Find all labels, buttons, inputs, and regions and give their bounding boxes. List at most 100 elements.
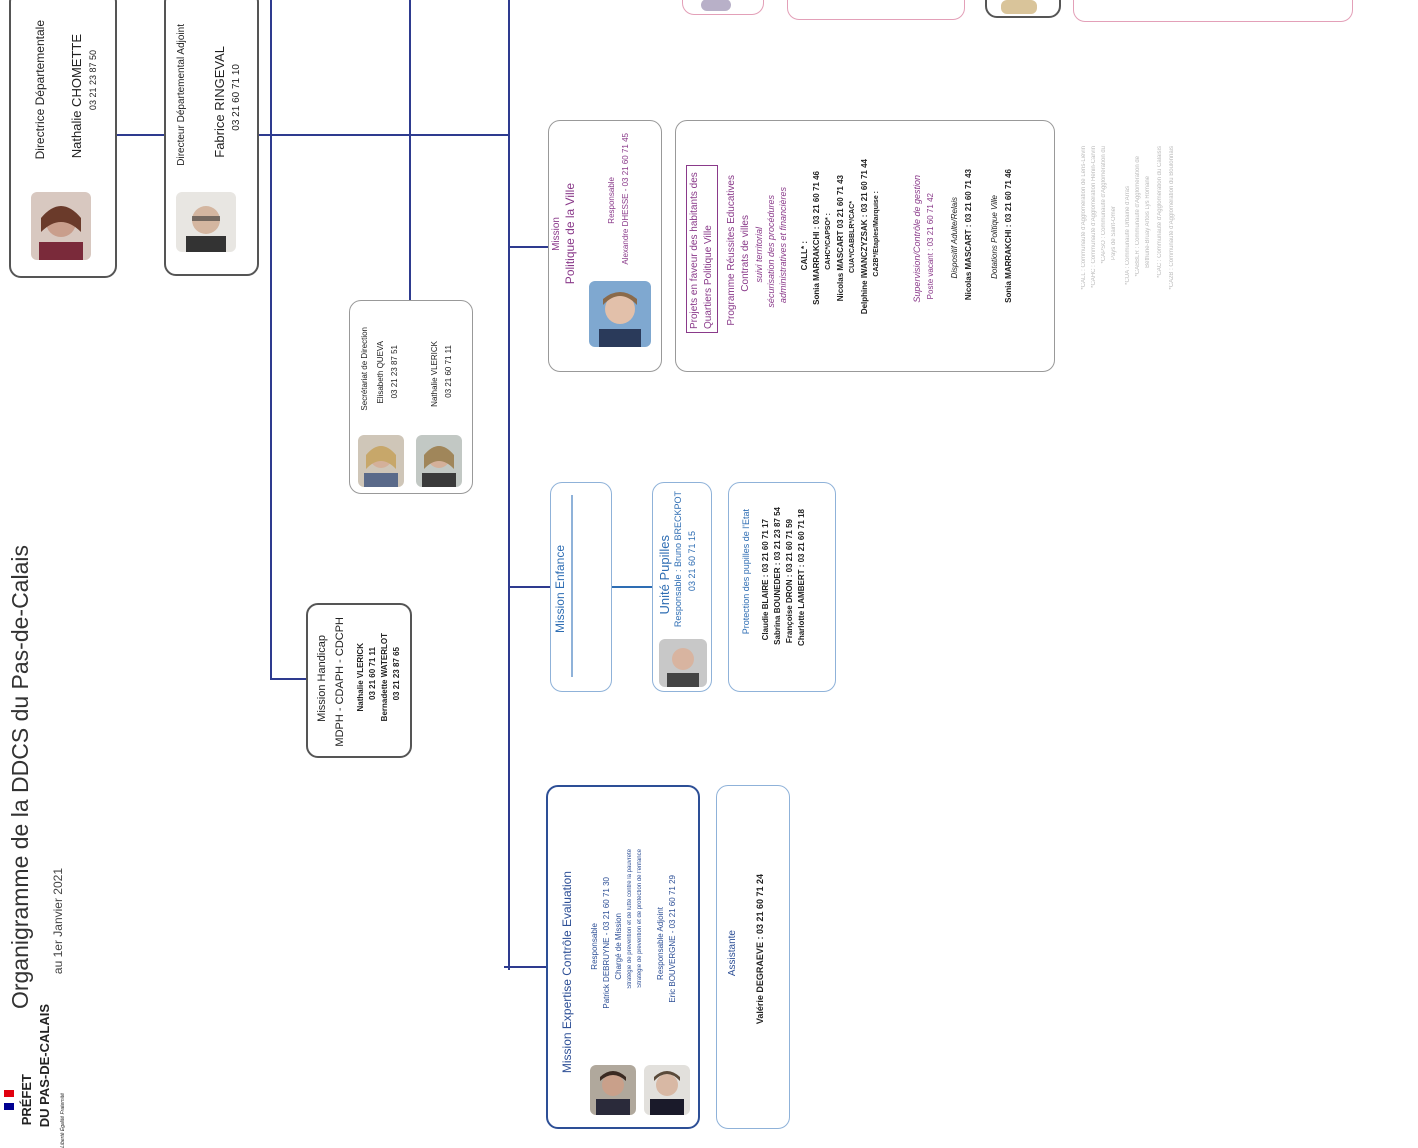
director-box: Directrice Départementale Nathalie CHOME… [9, 0, 117, 278]
projets-title: Projets en faveur des habitants des Quar… [689, 172, 714, 329]
expertise-l7: Eric BOUVERGNE - 03 21 60 71 29 [668, 875, 677, 1003]
pupilles-title: Unité Pupilles [657, 535, 672, 615]
enfance-connector [510, 586, 552, 588]
enfance-title: Mission Enfance [553, 545, 567, 634]
projets-l5: administratives et financières [778, 187, 788, 304]
expertise-photo-1 [590, 1065, 636, 1115]
footnote-1: *CAHC : Communauté d'Agglomération Hénin… [1091, 146, 1097, 288]
protection-box: Protection des pupilles de l'Etat Claudi… [728, 482, 836, 692]
expertise-photo-2 [644, 1065, 690, 1115]
projets-l6: CALL* : [800, 241, 809, 271]
secretariat-branch-line [409, 0, 411, 300]
handicap-branch-line [270, 0, 272, 680]
expertise-l2: Patrick DEBRUYNE - 03 21 60 71 30 [602, 877, 611, 1009]
projets-l11: Delphine IWANCZYZSAK : 03 21 60 71 44 [860, 159, 869, 315]
footnote-6: Béthune-Bruay Artois Lys Romane [1145, 176, 1151, 268]
projets-l3: suivi territorial [754, 227, 764, 283]
handicap-phone2: 03 21 23 87 65 [392, 647, 401, 701]
secretariat-role: Secrétariat de Direction [360, 327, 369, 411]
projets-l18: Sonia MARRAKCHI : 03 21 60 71 46 [1004, 169, 1013, 303]
projets-box: Projets en faveur des habitants des Quar… [675, 120, 1055, 372]
projets-l8: CAHC*/CAPSO* : [825, 213, 832, 270]
politique-ville-title1: Mission [551, 217, 562, 251]
projets-l10: CUA*/CABBLR*/CAC* [849, 201, 856, 273]
pupilles-box: Unité Pupilles Responsable : Bruno BRECK… [652, 482, 712, 692]
partial-box-4 [1073, 0, 1353, 22]
politique-ville-box: Mission Politique de la Ville Responsabl… [548, 120, 662, 372]
projets-l14: Poste vacant : 03 21 60 71 42 [926, 193, 935, 300]
protection-p4: Charlotte LAMBERT : 03 21 60 71 18 [797, 509, 806, 646]
projets-l13: Supervision/Contrôle de gestion [912, 175, 922, 303]
secretariat-person1: Elisabeth QUEVA [376, 341, 385, 404]
pupilles-connector [612, 586, 654, 588]
footnote-5: *CABBLR : Communauté d'Agglomération de [1135, 156, 1141, 277]
prefet-logo [4, 1090, 14, 1110]
assistante-title: Assistante [727, 930, 738, 977]
secretariat-photo-1 [358, 435, 404, 487]
deputy-role: Directeur Départemental Adjoint [176, 24, 187, 166]
footnote-7: *CAC : Communauté d'Agglomération du Cal… [1157, 146, 1163, 278]
enfance-rule [571, 495, 573, 677]
handicap-person2: Bernadette WATERLOT [380, 633, 389, 722]
projets-l9: Nicolas MASCART 03 21 60 71 43 [836, 175, 845, 302]
secretariat-person2: Nathalie VLERICK [430, 341, 439, 407]
footnote-0: *CALL : Communauté d'Agglomération de Le… [1081, 146, 1087, 290]
deputy-photo [176, 192, 236, 252]
logo-line1: PRÉFET [19, 1074, 34, 1126]
partial-box-1 [682, 0, 764, 15]
footnote-4: *CUA : Communauté Urbaine d'Arras [1125, 186, 1131, 285]
secretariat-box: Secrétariat de Direction Elisabeth QUEVA… [349, 300, 473, 494]
logo-line2: DU PAS-DE-CALAIS [37, 1004, 52, 1128]
expertise-box: Mission Expertise Contrôle Evaluation Re… [546, 785, 700, 1129]
projets-l7: Sonia MARRAKCHI : 03 21 60 71 46 [812, 171, 821, 305]
projets-l15: Dispositif Adulte/Relais [950, 197, 959, 279]
assistante-box: Assistante Valérie DEGRAEVE : 03 21 60 7… [716, 785, 790, 1129]
projets-l16: Nicolas MASCART : 03 21 60 71 43 [964, 169, 973, 301]
projets-l1: Programme Réussites Educatives [726, 175, 737, 326]
politique-ville-photo [589, 281, 651, 347]
handicap-person1: Nathalie VLERICK [356, 643, 365, 712]
handicap-box: Mission Handicap MDPH - CDAPH - CDCPH Na… [306, 603, 412, 758]
director-name: Nathalie CHOMETTE [69, 34, 84, 159]
expertise-l6: Responsable Adjoint [656, 907, 665, 980]
projets-title-frame [686, 165, 718, 333]
protection-title: Protection des pupilles de l'Etat [741, 509, 751, 635]
handicap-title: Mission Handicap [316, 635, 328, 722]
partial-photo-3 [1001, 0, 1037, 14]
projets-l12: CA2B*/Etaples/Marquise : [873, 191, 880, 277]
enfance-box: Mission Enfance [550, 482, 612, 692]
pupilles-resp: Responsable : Bruno BRECKPOT [673, 491, 683, 628]
page-date: au 1er Janvier 2021 [51, 868, 65, 975]
pupilles-phone: 03 21 60 71 15 [687, 531, 697, 592]
expertise-connector [504, 966, 548, 968]
motto: Liberté Égalité Fraternité [60, 1093, 66, 1148]
expertise-l5: Stratégie de prévention et de protection… [637, 849, 643, 988]
footnote-2: *CAPSO : Communauté d'Agglomération du [1101, 146, 1107, 264]
handicap-subtitle: MDPH - CDAPH - CDCPH [334, 617, 346, 747]
deputy-box: Directeur Départemental Adjoint Fabrice … [164, 0, 259, 276]
director-photo [31, 192, 91, 260]
footnotes: *CALL : Communauté d'Agglomération de Le… [1080, 146, 1190, 386]
partial-box-2 [787, 0, 965, 20]
secretariat-phone1: 03 21 23 87 51 [390, 345, 399, 399]
projets-l2: Contrats de villes [740, 215, 751, 292]
footnote-3: Pays de Saint-Omer [1111, 206, 1117, 261]
footnote-8: *CA2B : Communauté d'Agglomération du Bo… [1169, 146, 1175, 290]
protection-p2: Sabrina BOUNEDER : 03 21 23 87 54 [773, 507, 782, 645]
handicap-phone1: 03 21 60 71 11 [368, 647, 377, 700]
assistante-person: Valérie DEGRAEVE : 03 21 60 71 24 [755, 874, 765, 1025]
director-phone: 03 21 23 87 50 [88, 50, 98, 111]
director-connector [116, 134, 510, 136]
deputy-name: Fabrice RINGEVAL [212, 46, 227, 158]
expertise-l1: Responsable [590, 923, 599, 970]
politique-ville-connector [510, 246, 552, 248]
expertise-l4: Stratégie de prévention et de lutte cont… [627, 849, 633, 989]
expertise-title: Mission Expertise Contrôle Evaluation [560, 871, 574, 1074]
page-title: Organigramme de la DDCS du Pas-de-Calais [7, 545, 33, 1010]
politique-ville-resp: Alexandre DHESSE - 03 21 60 71 45 [621, 133, 630, 265]
projets-l17: Dotations Politique Ville [990, 195, 999, 279]
secretariat-phone2: 03 21 60 71 11 [444, 345, 453, 398]
protection-p1: Claudie BLAIRE : 03 21 60 71 17 [761, 519, 770, 641]
protection-p3: Françoise DRON : 03 21 60 71 59 [785, 519, 794, 644]
main-trunk-line [508, 0, 510, 970]
